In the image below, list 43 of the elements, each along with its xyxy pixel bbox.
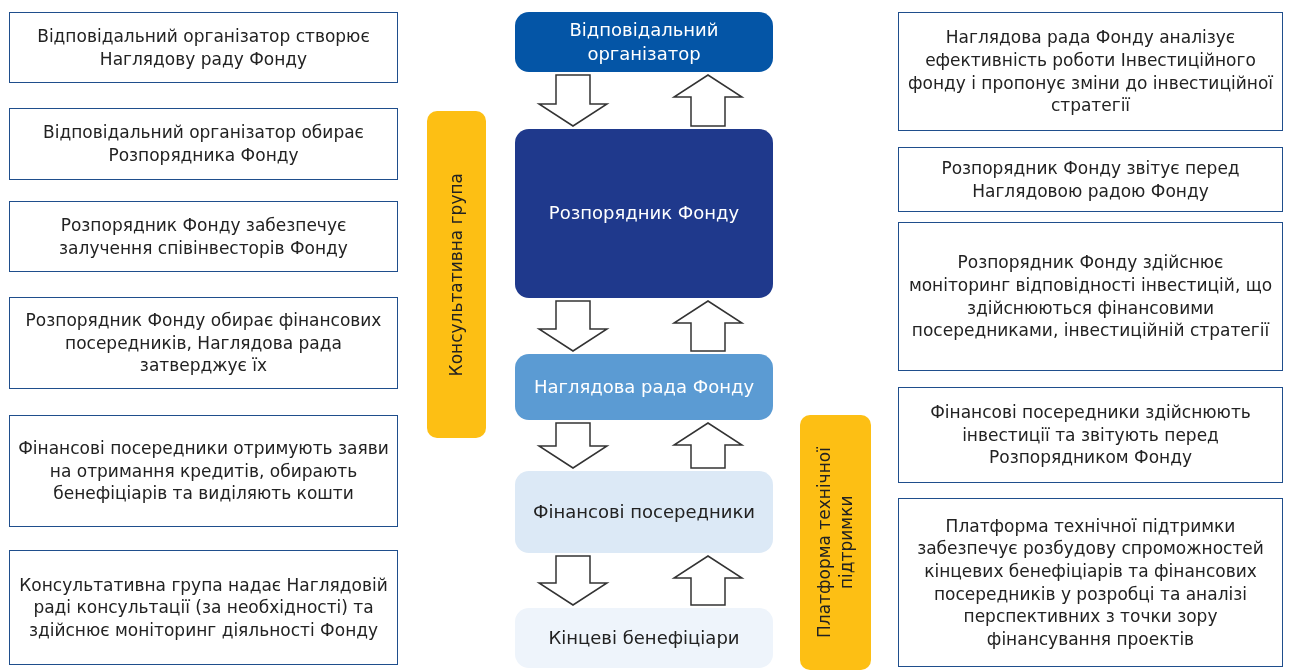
- box-text: Розпорядник Фонду забезпечує залучення співінвесторів Фонду: [58, 213, 349, 260]
- block-arrow: [671, 555, 745, 606]
- box-text: Фінансові посередники: [532, 499, 755, 524]
- box-text: Фінансові посередники здійснюють інвестиції та звітують перед Розпорядником Фонду: [929, 401, 1252, 469]
- box-text: Фінансові посередники отримують заяви на отримання кредитів, обирають бенефіціарів та виділяють кошти: [18, 437, 389, 505]
- box-text: Платформа технічної підтримки забезпечує розбудову спроможностей кінцевих бенефіціарів та фінансових посередників у розробці та аналізі перспективних з точки зору фінансування проектів: [916, 514, 1265, 651]
- block-arrow: [536, 300, 610, 352]
- block-arrow: [671, 74, 745, 127]
- box-text: Розпорядник Фонду здійснює моніторинг відповідності інвестицій, що здійснюються фінансовими посередниками, інвестиційній стратегії: [907, 251, 1274, 342]
- description-box: [898, 498, 1283, 667]
- box-text: Розпорядник Фонду обирає фінансових посередників, Наглядова рада затверджує їх: [24, 309, 383, 377]
- description-box: [9, 201, 398, 272]
- description-box: [898, 147, 1283, 212]
- block-arrow: [536, 74, 610, 127]
- box-text: Розпорядник Фонду: [548, 201, 740, 226]
- block-arrow: [671, 300, 745, 352]
- block-arrow: [536, 555, 610, 606]
- box-text: Відповідальний організатор обирає Розпорядника Фонду: [42, 121, 365, 167]
- description-box: [898, 222, 1283, 371]
- band-label: Консультативна група: [445, 172, 468, 377]
- description-box: [9, 297, 398, 389]
- description-box: [9, 415, 398, 527]
- block-arrow: [671, 422, 745, 469]
- process-box: [515, 471, 773, 553]
- box-text: Відповідальний організатор створює Наглядову раду Фонду: [36, 24, 371, 71]
- box-text: Консультативна група надає Наглядовій раді консультації (за необхідності) та здійснює моніторинг діяльності Фонду: [18, 573, 389, 642]
- description-box: [9, 108, 398, 180]
- process-box: [515, 129, 773, 298]
- process-box: [515, 354, 773, 420]
- vertical-band: [800, 415, 871, 670]
- process-box: [515, 12, 773, 72]
- description-box: [9, 550, 398, 665]
- vertical-band: [427, 111, 486, 438]
- box-text: Кінцеві бенефіціари: [548, 625, 740, 650]
- box-text: Наглядова рада Фонду аналізує ефективність роботи Інвестиційного фонду і пропонує зміни до інвестиційної стратегії: [907, 26, 1274, 117]
- band-label: Платформа технічної підтримки: [813, 446, 858, 640]
- box-text: Наглядова рада Фонду: [533, 374, 755, 399]
- block-arrow: [536, 422, 610, 469]
- box-text: Розпорядник Фонду звітує перед Наглядовою радою Фонду: [940, 156, 1241, 203]
- description-box: [9, 12, 398, 83]
- description-box: [898, 12, 1283, 131]
- description-box: [898, 387, 1283, 483]
- box-text: Відповідальний організатор: [568, 17, 720, 66]
